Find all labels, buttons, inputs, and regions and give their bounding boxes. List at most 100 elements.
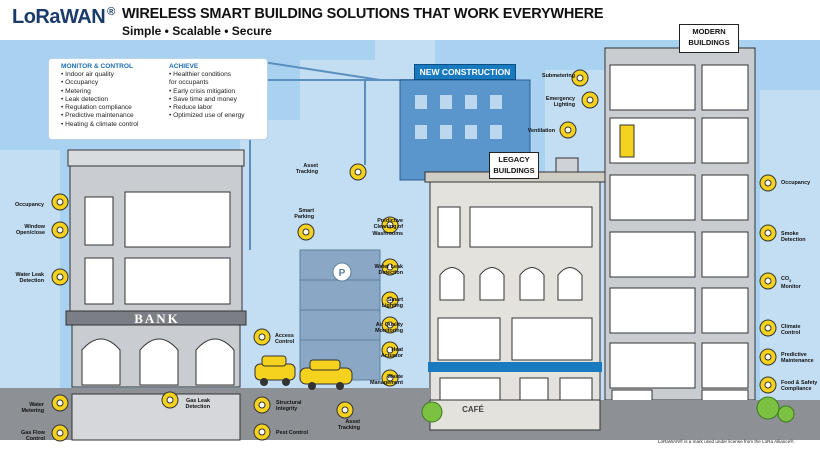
legacy-sign-line1: LEGACY	[498, 155, 530, 164]
list-item: • Reduce labor	[169, 104, 213, 112]
sensor-icon-dot	[56, 226, 64, 234]
label-line: Maintenance	[781, 358, 814, 365]
modern-buildings-sign: MODERN BUILDINGS	[679, 24, 739, 53]
sensor-icon-dot	[586, 96, 594, 104]
sensor-icon-dot	[764, 277, 772, 285]
modern-sign-line2: BUILDINGS	[688, 38, 730, 47]
parking-garage	[299, 249, 381, 381]
label-line: Smart	[387, 297, 403, 303]
label-line: Compliance	[781, 386, 812, 393]
label-line: Food & Safety	[781, 380, 818, 386]
page-subtitle: Simple • Scalable • Secure	[122, 24, 272, 38]
label-occupancy-left: Occupancy	[15, 202, 44, 208]
list-item: • Metering	[61, 87, 91, 95]
label-line: Access	[275, 333, 294, 339]
bank-basement	[71, 393, 241, 441]
footer-note: LoRaWAN® is a mark used under license fr…	[658, 439, 795, 444]
label-line: Occupancy	[781, 180, 811, 186]
label-line: Emergency	[545, 96, 575, 102]
sensor-icon-dot	[764, 229, 772, 237]
sensor-icon-dot	[764, 179, 772, 187]
sensor-icon-dot	[56, 198, 64, 206]
achieve-list: • Healthier conditions for occupants• Ea…	[169, 71, 245, 121]
label-line: Lighting	[553, 102, 575, 109]
features-box: MONITOR & CONTROL • Indoor air quality• …	[48, 58, 268, 140]
label-line: Waste	[387, 374, 403, 380]
parking-sign: P	[339, 268, 346, 279]
yellow-car-2	[299, 359, 353, 390]
co2-line1: CO2	[781, 276, 792, 284]
bank-sign: BANK	[134, 311, 180, 326]
sensor-icon-dot	[576, 74, 584, 82]
cafe-sign: CAFÉ	[462, 405, 484, 414]
list-item: • Early crisis mitigation	[169, 87, 236, 95]
new-construction-sign: NEW CONSTRUCTION	[414, 64, 516, 80]
yellow-car	[254, 355, 296, 386]
sensor-icon-dot	[258, 401, 266, 409]
label-line: Water Leak	[374, 264, 403, 270]
monitor-column: MONITOR & CONTROL • Indoor air quality• …	[61, 63, 138, 129]
label-occupancy-right: Occupancy	[781, 180, 810, 186]
page-title: WIRELESS SMART BUILDING SOLUTIONS THAT W…	[122, 6, 604, 22]
co2-text: CO	[781, 276, 790, 282]
sensor-icon-dot	[341, 406, 349, 414]
label-line: Actuator	[380, 353, 403, 360]
monitor-list: • Indoor air quality• Occupancy• Meterin…	[61, 71, 138, 129]
label-line: Tracking	[337, 425, 360, 432]
list-item: • Healthier conditions	[169, 71, 232, 78]
sensor-icon-dot	[258, 333, 266, 341]
label-line: Climate	[781, 324, 801, 330]
label-line: Open/close	[15, 230, 45, 237]
label-line: Asset	[345, 419, 360, 425]
label-line: Control	[25, 436, 45, 443]
label-line: Detection	[19, 278, 44, 285]
list-item: • Heating & climate control	[61, 120, 139, 128]
label-line: Smart	[298, 208, 314, 214]
label-line: Heat	[391, 347, 403, 353]
list-item: • Indoor air quality	[61, 71, 114, 78]
label-ventilation: Ventilation	[528, 128, 555, 134]
sensor-icon-dot	[56, 399, 64, 407]
list-item: • Leak detection	[61, 95, 109, 103]
sensor-icons	[51, 69, 777, 442]
label-line: Ventilation	[527, 128, 555, 134]
list-item: for occupants	[169, 79, 209, 87]
label-line: Control	[781, 330, 801, 337]
label-line: Lighting	[381, 303, 403, 310]
sensor-icon-dot	[564, 126, 572, 134]
label-line: Management	[370, 380, 403, 387]
label-line: Predictive	[781, 352, 807, 358]
achieve-heading: ACHIEVE	[169, 63, 199, 70]
label-line: Air Quality	[375, 322, 403, 328]
sensor-icon-dot	[302, 228, 310, 236]
logo-text: LoRaWAN	[12, 6, 106, 28]
list-item: • Optimized use of energy	[169, 112, 245, 120]
label-line: Water	[29, 402, 44, 408]
label-line: Washrooms	[372, 230, 403, 237]
co2-line2: Monitor	[781, 284, 801, 291]
label-line: Window	[24, 224, 45, 230]
sensor-icon-dot	[386, 346, 394, 354]
label-line: Asset	[303, 163, 318, 169]
legacy-building	[424, 157, 606, 401]
label-line: Detection	[781, 237, 806, 244]
label-line: Monitoring	[375, 328, 403, 335]
sensor-icon-dot	[56, 429, 64, 437]
sensor-icon-dot	[764, 381, 772, 389]
modern-sign-line1: MODERN	[692, 27, 726, 36]
list-item: • Predictive maintenance	[61, 112, 134, 120]
